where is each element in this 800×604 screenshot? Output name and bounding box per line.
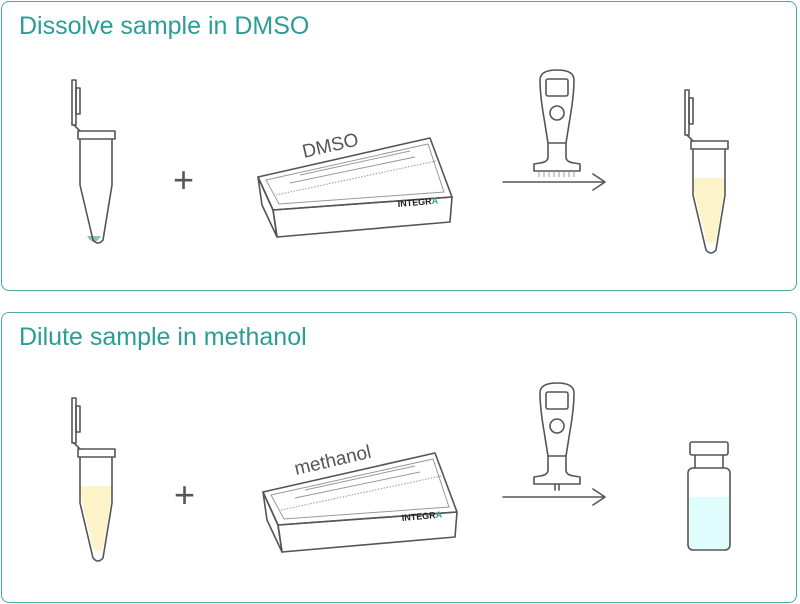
plus-sign: +	[174, 474, 195, 515]
dissolved-sample-tube-icon	[684, 89, 729, 254]
brand-logo: INTEGRA	[397, 195, 439, 209]
reservoir-label: methanol	[292, 442, 373, 480]
brand-logo: INTEGRA	[401, 509, 443, 523]
panel-dilute-methanol: Dilute sample in methanol	[1, 312, 797, 603]
plus-sign: +	[173, 159, 194, 200]
panel-title: Dilute sample in methanol	[19, 323, 307, 351]
reservoir-icon	[262, 452, 458, 553]
arrow-icon	[502, 488, 606, 506]
sample-tube-icon	[71, 397, 116, 562]
vial-icon	[687, 441, 731, 551]
single-channel-pipette-icon	[533, 382, 581, 491]
multichannel-pipette-icon	[533, 69, 581, 177]
panel-title: Dissolve sample in DMSO	[19, 12, 310, 40]
sample-tube-icon	[71, 79, 116, 244]
panel-dissolve-dmso: Dissolve sample in DMSO	[1, 1, 797, 291]
